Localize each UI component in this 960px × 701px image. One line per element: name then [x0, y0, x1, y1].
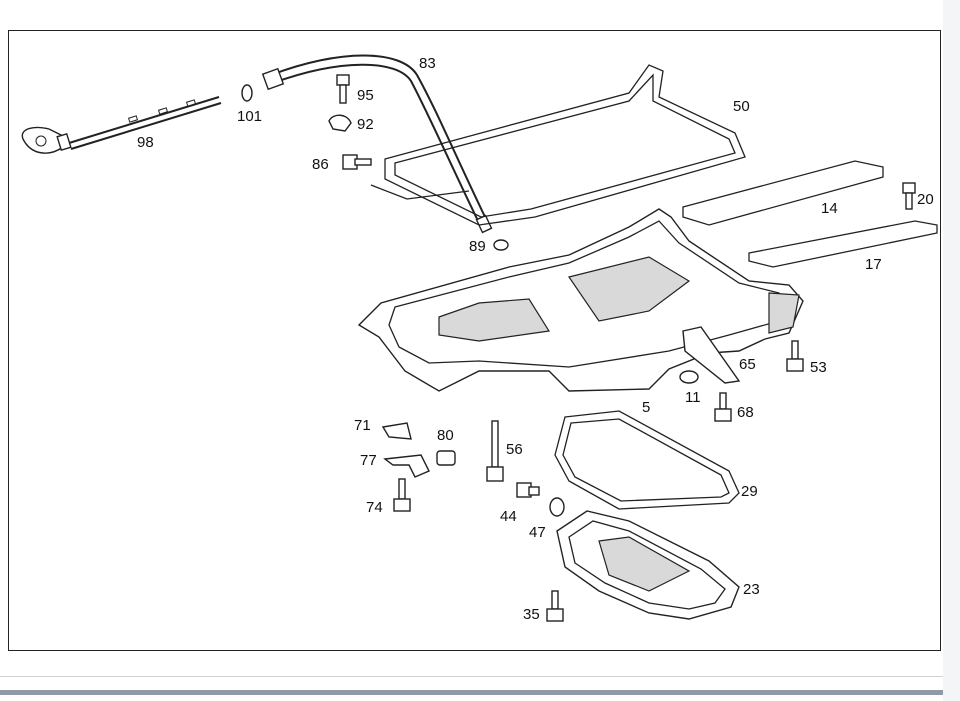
bolt-95-part: [336, 74, 350, 104]
dipstick-part: [21, 96, 222, 154]
gasket-17-part: [748, 220, 938, 268]
part-label-71: 71: [354, 417, 371, 434]
bolt-20-part: [902, 182, 916, 210]
part-label-101: 101: [237, 108, 263, 125]
part-label-11: 11: [685, 389, 701, 406]
part-label-98: 98: [137, 134, 154, 151]
gasket-29-part: [554, 410, 740, 510]
part-label-44: 44: [500, 508, 517, 525]
bolt-74-part: [393, 478, 411, 512]
plate-71-part: [381, 422, 412, 440]
part-label-80: 80: [437, 427, 454, 444]
bolt-53-part: [786, 340, 804, 372]
oil-pan-lower-part: [556, 510, 740, 620]
part-label-20: 20: [917, 191, 934, 208]
seal-89-part: [493, 239, 509, 251]
part-label-5: 5: [642, 399, 651, 416]
part-label-65: 65: [739, 356, 756, 373]
oil-pan-upper-part: [357, 208, 804, 392]
part-label-35: 35: [523, 606, 540, 623]
part-label-77: 77: [360, 452, 377, 469]
gasket-50-part: [384, 64, 746, 226]
part-label-95: 95: [357, 87, 374, 104]
seal-ring-47-part: [549, 497, 565, 517]
bolt-68-part: [714, 392, 732, 422]
divider-line: [0, 676, 943, 677]
part-label-68: 68: [737, 404, 754, 421]
plug-11-part: [679, 370, 699, 384]
exploded-parts-diagram: 98 101 83 95 92 50 86 89 14 20 17 65 53 …: [8, 30, 941, 651]
part-label-53: 53: [810, 359, 827, 376]
washer-part: [241, 84, 253, 102]
part-label-74: 74: [366, 499, 383, 516]
drain-bolt-35-part: [546, 590, 564, 622]
gasket-14-part: [682, 160, 884, 226]
clip-92-part: [328, 114, 352, 132]
part-label-14: 14: [821, 200, 838, 217]
part-label-23: 23: [743, 581, 760, 598]
part-label-50: 50: [733, 98, 750, 115]
sleeve-80-part: [436, 450, 456, 466]
clamp-77-part: [383, 454, 430, 478]
bracket-65-part: [682, 326, 741, 384]
part-label-56: 56: [506, 441, 523, 458]
part-label-29: 29: [741, 483, 758, 500]
part-label-92: 92: [357, 116, 374, 133]
part-label-47: 47: [529, 524, 546, 541]
part-label-83: 83: [419, 55, 436, 72]
bolt-86-part: [342, 154, 470, 200]
window-right-edge: [943, 0, 960, 701]
part-label-86: 86: [312, 156, 329, 173]
stud-56-part: [486, 420, 504, 482]
footer-band: [0, 690, 943, 695]
drain-plug-44-part: [516, 482, 540, 498]
part-label-89: 89: [469, 238, 486, 255]
parts-drawing: [21, 54, 938, 622]
part-label-17: 17: [865, 256, 882, 273]
